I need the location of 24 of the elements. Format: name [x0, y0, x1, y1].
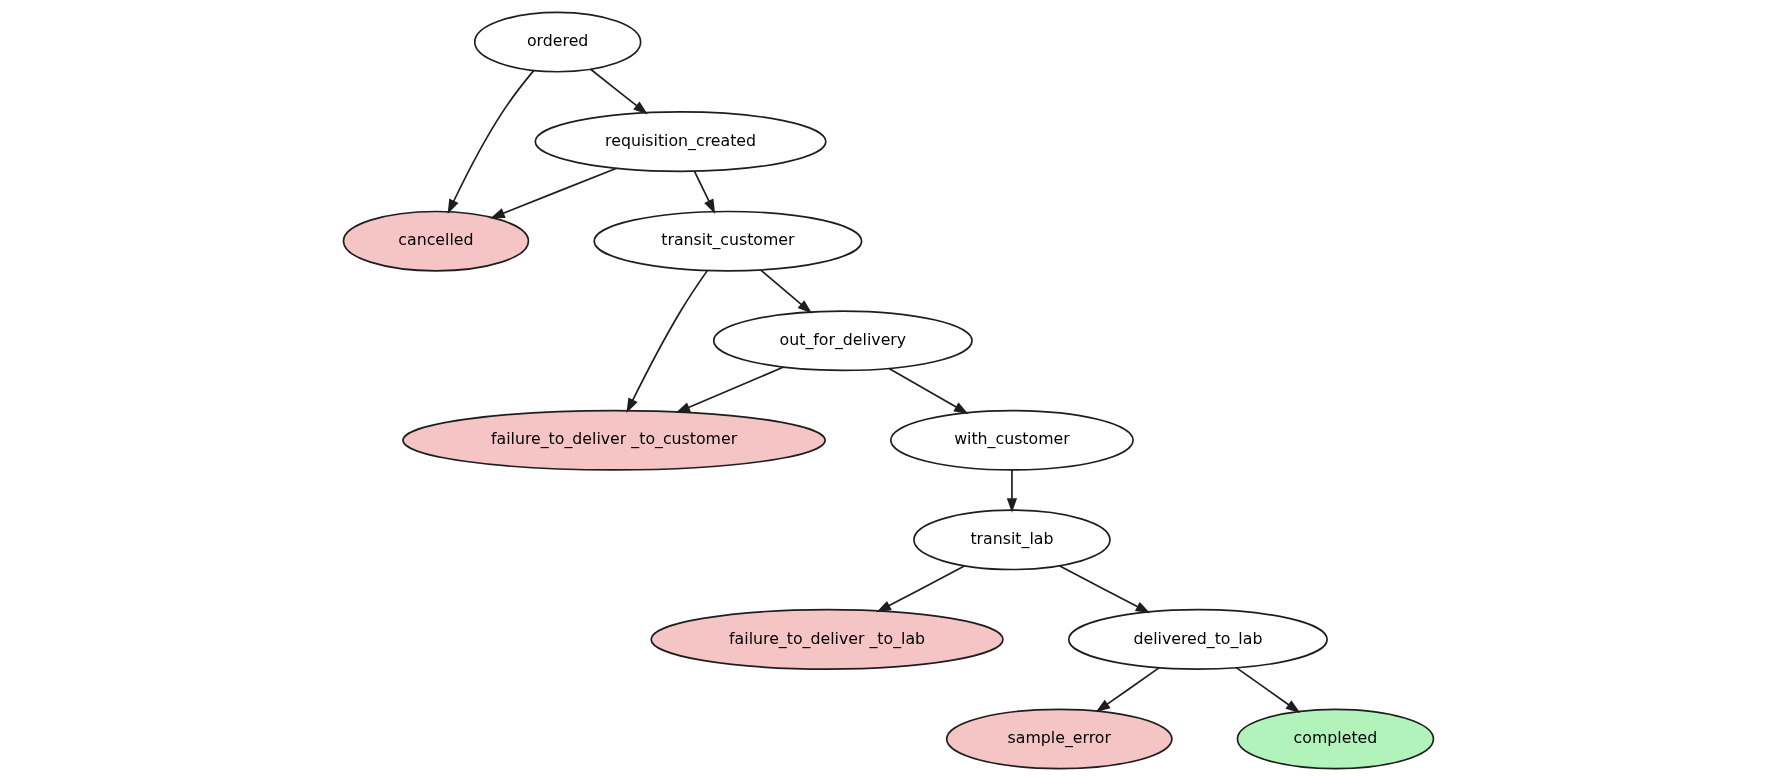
node-ellipse: with_customer — [889, 409, 1134, 471]
node-ellipse: out_for_delivery — [712, 310, 973, 372]
arrow — [589, 68, 648, 115]
node-ellipse: requisition_created — [533, 111, 827, 173]
arrow — [1058, 564, 1150, 614]
node-ellipse: transit_lab — [912, 509, 1111, 571]
arrow — [1095, 666, 1160, 713]
arrow — [447, 69, 535, 214]
arrow — [693, 170, 715, 214]
arrow — [875, 564, 966, 613]
node-ellipse: failure_to_deliver _to_customer — [401, 409, 826, 471]
node-ellipse: transit_customer — [592, 210, 862, 272]
arrow — [1006, 469, 1017, 513]
arrow — [626, 269, 708, 413]
node-ellipse: completed — [1236, 708, 1434, 770]
node-ellipse: ordered — [473, 11, 641, 73]
arrow — [675, 366, 784, 413]
arrow — [1234, 666, 1300, 714]
arrow — [887, 367, 969, 415]
node-ellipse: delivered_to_lab — [1067, 608, 1328, 670]
arrow — [489, 167, 617, 219]
arrow — [759, 269, 812, 314]
node-ellipse: failure_to_deliver _to_lab — [649, 608, 1004, 670]
node-ellipse: sample_error — [945, 708, 1173, 770]
